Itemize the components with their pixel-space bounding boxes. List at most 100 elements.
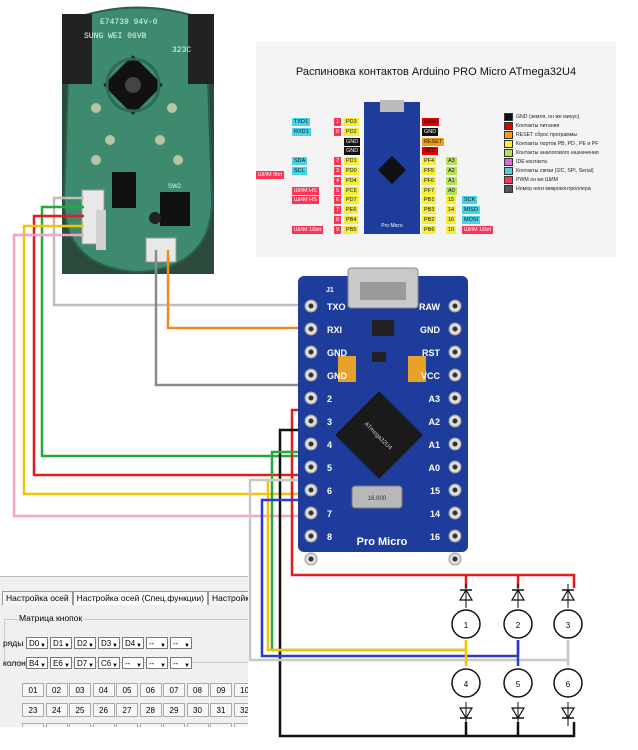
right-pin-label: 16 bbox=[430, 532, 440, 542]
button-number[interactable]: 07 bbox=[163, 683, 185, 697]
chevron-down-icon: ▼ bbox=[136, 663, 142, 669]
pinout-right-pin: PF7 bbox=[422, 186, 437, 195]
button-number[interactable]: 02 bbox=[45, 683, 68, 697]
button-number[interactable]: 26 bbox=[92, 703, 115, 717]
crystal-label: 16.000 bbox=[368, 496, 387, 502]
pro-micro-board: ATmega32U4 16.000 Pro Micro J1 TXORXIGND… bbox=[298, 267, 468, 566]
pin-select[interactable]: B4▼ bbox=[26, 657, 48, 669]
button-number[interactable]: 04 bbox=[92, 683, 115, 697]
pinout-right-pin: VCC bbox=[422, 147, 438, 156]
pinout-right-pin: RAW bbox=[422, 118, 439, 126]
mouse-pcb: E74739 94V-0 SUNG WEI 06VB 323C SW2 bbox=[62, 6, 214, 274]
tab-settings[interactable]: Настройк bbox=[207, 591, 248, 605]
button-number[interactable]: 49 bbox=[116, 723, 138, 727]
legend-text: PWM он же ШИМ bbox=[516, 176, 558, 183]
pin-select[interactable]: D7▼ bbox=[74, 657, 96, 669]
pin-select-value: -- bbox=[125, 659, 131, 668]
right-pin-label: A3 bbox=[428, 394, 440, 404]
button-number[interactable]: 51 bbox=[163, 723, 185, 727]
right-pin-label: A0 bbox=[428, 463, 440, 473]
pin-select-value: -- bbox=[149, 639, 155, 648]
button-number[interactable]: 05 bbox=[116, 683, 138, 697]
pin-select[interactable]: -- ▼ bbox=[146, 637, 168, 649]
button-number[interactable]: 08 bbox=[186, 683, 209, 697]
push-button-label: 2 bbox=[516, 621, 521, 630]
pinout-left-num: 1 bbox=[334, 118, 342, 126]
pin-select[interactable]: --▼ bbox=[170, 657, 192, 669]
button-number[interactable]: 46 bbox=[45, 723, 68, 727]
pcb-sw-label: SW2 bbox=[168, 184, 182, 190]
right-pin-label: 10 bbox=[430, 555, 440, 565]
button-number[interactable]: 29 bbox=[163, 703, 185, 717]
pinout-right-pin: GND bbox=[422, 127, 439, 136]
chevron-down-icon: ▼ bbox=[112, 663, 118, 669]
pin-select[interactable]: D0▼ bbox=[26, 637, 48, 649]
pinout-left-func: TXD1 bbox=[292, 118, 311, 126]
button-number[interactable]: 31 bbox=[210, 703, 232, 717]
pin-select[interactable]: D3▼ bbox=[98, 637, 120, 649]
pinout-right-num: 10 bbox=[446, 225, 457, 234]
push-button bbox=[553, 609, 583, 639]
pinout-left-func: SDA bbox=[292, 157, 308, 166]
button-number[interactable]: 09 bbox=[210, 683, 232, 697]
legend-item: IDE контакта bbox=[504, 157, 616, 166]
pin-select[interactable]: C6▼ bbox=[98, 657, 120, 669]
pin-select[interactable]: -- ▼ bbox=[122, 657, 144, 669]
button-number[interactable]: 01 bbox=[22, 683, 44, 697]
pin-select[interactable]: --▼ bbox=[146, 657, 168, 669]
pinout-left-num: 8 bbox=[334, 216, 342, 224]
cols-label: колонки bbox=[3, 658, 35, 668]
legend-item: Контакты аналогового назначения bbox=[504, 148, 616, 157]
button-number[interactable]: 53 bbox=[210, 723, 232, 727]
pinout-left-pin: PD0 bbox=[344, 167, 359, 175]
pinout-left-num: 6 bbox=[334, 196, 342, 205]
legend-text: IDE контакта bbox=[516, 158, 547, 165]
left-pin-label: 8 bbox=[327, 532, 332, 542]
wire-yellow bbox=[22, 224, 315, 496]
right-pin-label: RAW bbox=[419, 302, 441, 312]
button-number[interactable]: 27 bbox=[116, 703, 138, 717]
tab-axes[interactable]: Настройка осей bbox=[2, 591, 73, 605]
wire-orange bbox=[166, 250, 315, 330]
button-number[interactable]: 48 bbox=[92, 723, 115, 727]
button-number[interactable]: 03 bbox=[69, 683, 91, 697]
button-number[interactable]: 32 bbox=[233, 703, 248, 717]
tab-axes-special[interactable]: Настройка осей (Спец.функции) bbox=[72, 591, 208, 605]
board-j1: J1 bbox=[326, 287, 334, 294]
wire-red bbox=[32, 214, 315, 477]
button-number[interactable]: 25 bbox=[69, 703, 91, 717]
button-number[interactable]: 24 bbox=[45, 703, 68, 717]
button-number[interactable]: 45 bbox=[22, 723, 44, 727]
pin-select-value: D7 bbox=[77, 659, 88, 668]
button-number[interactable]: 54 bbox=[233, 723, 248, 727]
pin-select[interactable]: D4▼ bbox=[122, 637, 144, 649]
legend-text: Контакты портов PB, PD , PE и PF bbox=[516, 140, 599, 147]
pinout-right-num: A3 bbox=[446, 157, 457, 166]
pin-select[interactable]: D1▼ bbox=[50, 637, 72, 649]
rows-label: ряды bbox=[3, 638, 24, 648]
chevron-down-icon: ▼ bbox=[160, 643, 166, 649]
legend-swatch bbox=[504, 130, 513, 139]
wire-gray-lower bbox=[154, 250, 315, 387]
button-number[interactable]: 23 bbox=[22, 703, 44, 717]
button-number[interactable]: 10 bbox=[233, 683, 248, 697]
button-number[interactable]: 28 bbox=[139, 703, 162, 717]
button-number[interactable]: 50 bbox=[139, 723, 162, 727]
wire-green bbox=[40, 205, 315, 458]
button-number[interactable]: 06 bbox=[139, 683, 162, 697]
left-pin-label: 5 bbox=[327, 463, 332, 473]
button-number[interactable]: 30 bbox=[186, 703, 209, 717]
button-number[interactable]: 52 bbox=[186, 723, 209, 727]
right-pin-label: GND bbox=[420, 325, 441, 335]
pinout-right-func: MOSI bbox=[462, 216, 481, 224]
pinout-left-func: ШИМ HS bbox=[292, 196, 319, 205]
pin-select[interactable]: --▼ bbox=[170, 637, 192, 649]
pinout-right-num: A2 bbox=[446, 167, 457, 175]
chevron-down-icon: ▼ bbox=[88, 643, 94, 649]
pin-select[interactable]: E6▼ bbox=[50, 657, 72, 669]
pinout-left-num: 0 bbox=[334, 127, 342, 136]
pin-select-value: -- bbox=[173, 659, 179, 668]
button-number[interactable]: 47 bbox=[69, 723, 91, 727]
pin-select[interactable]: D2▼ bbox=[74, 637, 96, 649]
